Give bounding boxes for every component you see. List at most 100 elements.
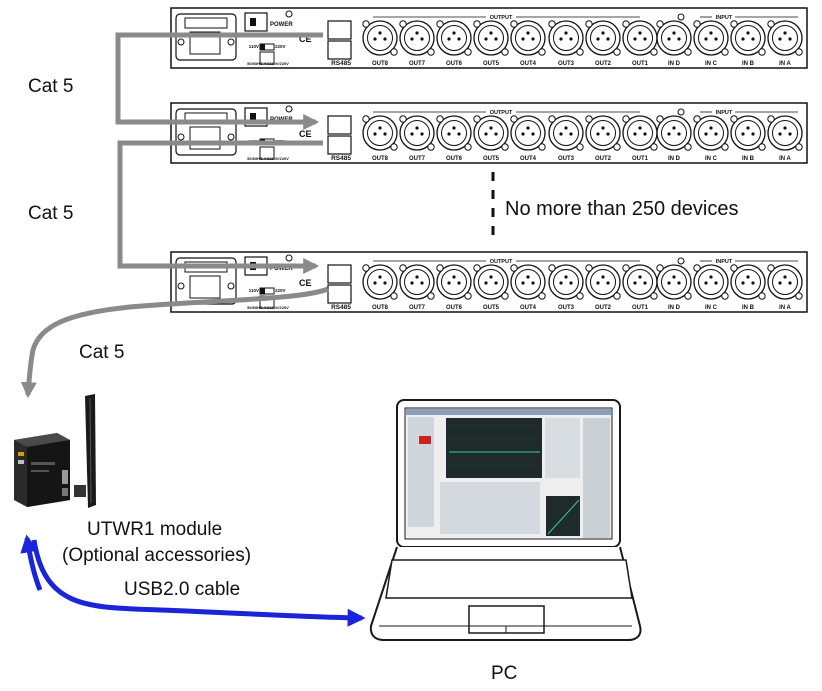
xlr-input-connector [693, 115, 729, 151]
xlr-output-connector [548, 20, 584, 56]
power-label: POWER [270, 22, 293, 28]
xlr-output-connector [510, 115, 546, 151]
xlr-input-connector [730, 264, 766, 300]
xlr-output-connector [473, 20, 509, 56]
rj45-port-bottom [327, 40, 352, 60]
xlr-input-connector [767, 264, 803, 300]
xlr-output-connector [622, 20, 658, 56]
xlr-input-connector [656, 20, 692, 56]
output-label: OUT5 [483, 305, 500, 311]
rj45-port-top [327, 20, 352, 40]
output-label: OUT1 [632, 156, 649, 162]
output-header: OUTPUT [490, 110, 513, 116]
output-label: OUT8 [372, 156, 389, 162]
xlr-output-connector [510, 20, 546, 56]
ac-rating-label: 50/60HZ AC110V/220V [247, 305, 289, 310]
ac-rating-label: 50/60HZ AC110V/220V [247, 61, 289, 66]
rj45-port-top [327, 115, 352, 135]
xlr-output-connector [548, 264, 584, 300]
output-label: OUT7 [409, 61, 426, 67]
input-header: INPUT [716, 110, 733, 116]
input-label: IN A [779, 305, 791, 311]
output-label: OUT1 [632, 61, 649, 67]
usb-cable [20, 534, 366, 627]
xlr-input-connector [767, 115, 803, 151]
ground-lift-switch [259, 51, 275, 65]
power-label: POWER [270, 266, 293, 272]
rs485-label: RS485 [331, 304, 351, 311]
ce-mark: CE [299, 278, 312, 288]
xlr-output-connector [362, 264, 398, 300]
xlr-output-connector [622, 115, 658, 151]
xlr-output-connector [585, 20, 621, 56]
output-header: OUTPUT [490, 15, 513, 21]
rs485-label: RS485 [331, 60, 351, 67]
pc-screen-software [406, 409, 611, 538]
fuse-holder [184, 17, 228, 29]
output-label: OUT6 [446, 156, 463, 162]
xlr-output-connector [436, 115, 472, 151]
cat5-cable-3 [20, 286, 329, 399]
ce-mark: CE [299, 129, 312, 139]
device-limit-label: No more than 250 devices [505, 198, 739, 220]
iec-socket [189, 126, 221, 150]
cat5-label-1: Cat 5 [28, 76, 74, 97]
output-label: OUT8 [372, 61, 389, 67]
output-header: OUTPUT [490, 259, 513, 265]
voltage-110-label: 110V [249, 288, 259, 293]
output-label: OUT8 [372, 305, 389, 311]
voltage-220-label: 220V [275, 44, 286, 49]
xlr-input-connector [730, 115, 766, 151]
utwr1-module-image [14, 394, 96, 508]
pc-label: PC [491, 663, 518, 684]
xlr-output-connector [585, 115, 621, 151]
cat5-cable-1 [115, 32, 323, 131]
ground-screw [285, 10, 293, 18]
xlr-output-connector [362, 115, 398, 151]
rj45-port-top [327, 264, 352, 284]
output-label: OUT3 [558, 156, 575, 162]
output-label: OUT5 [483, 61, 500, 67]
output-label: OUT6 [446, 61, 463, 67]
xlr-output-connector [622, 264, 658, 300]
input-label: IN D [668, 156, 681, 162]
ground-lift-switch [259, 146, 275, 160]
input-header: INPUT [716, 15, 733, 21]
ce-mark: CE [299, 34, 312, 44]
xlr-input-connector [656, 264, 692, 300]
input-label: IN C [705, 61, 718, 67]
output-label: OUT2 [595, 305, 612, 311]
rj45-port-bottom [327, 135, 352, 155]
output-label: OUT7 [409, 305, 426, 311]
output-label: OUT3 [558, 61, 575, 67]
output-label: OUT4 [520, 61, 537, 67]
input-label: IN B [742, 305, 755, 311]
xlr-input-connector [693, 20, 729, 56]
rs485-label: RS485 [331, 155, 351, 162]
cat5-cable-2 [117, 140, 323, 275]
xlr-output-connector [362, 20, 398, 56]
iec-socket [189, 275, 221, 299]
xlr-input-connector [693, 264, 729, 300]
input-label: IN A [779, 61, 791, 67]
output-label: OUT2 [595, 61, 612, 67]
xlr-output-connector [510, 264, 546, 300]
rj45-port-bottom [327, 284, 352, 304]
input-label: IN A [779, 156, 791, 162]
input-label: IN C [705, 305, 718, 311]
output-label: OUT1 [632, 305, 649, 311]
xlr-output-connector [436, 264, 472, 300]
output-label: OUT7 [409, 156, 426, 162]
xlr-input-connector [767, 20, 803, 56]
output-label: OUT3 [558, 305, 575, 311]
ac-rating-label: 50/60HZ AC110V/220V [247, 156, 289, 161]
ground-screw [285, 254, 293, 262]
xlr-output-connector [548, 115, 584, 151]
output-label: OUT2 [595, 156, 612, 162]
input-header: INPUT [716, 259, 733, 265]
